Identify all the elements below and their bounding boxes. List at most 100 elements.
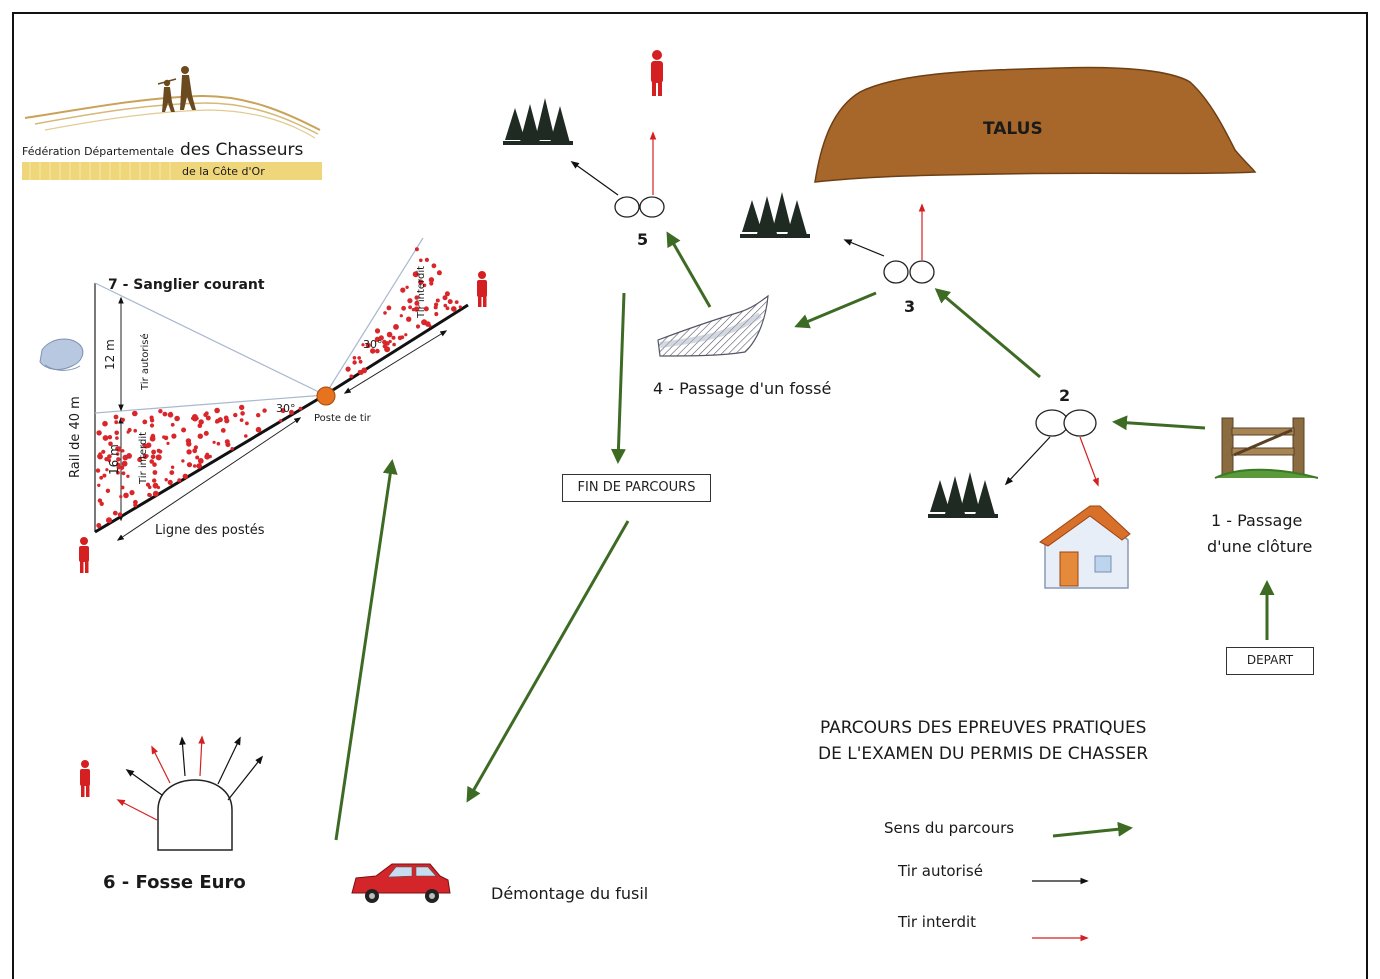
forbidden-dot: [414, 300, 420, 306]
forbidden-dot: [216, 441, 221, 446]
forbidden-dot: [262, 408, 267, 413]
forbidden-dot: [436, 270, 442, 276]
forbidden-dot: [442, 295, 448, 301]
forbidden-dot: [97, 483, 101, 487]
person-icon: [79, 537, 89, 573]
forbidden-dot: [121, 460, 128, 467]
forbidden-dot: [119, 495, 123, 499]
title-line-2: DE L'EXAMEN DU PERMIS DE CHASSER: [818, 744, 1148, 764]
forbidden-dot: [424, 257, 429, 262]
forbidden-dot: [212, 440, 216, 444]
forbidden-dot: [108, 441, 113, 447]
forbidden-dot: [421, 319, 428, 326]
svg-text:2: 2: [1059, 386, 1070, 405]
station-3: 3: [843, 203, 935, 316]
svg-text:Tir interdit: Tir interdit: [416, 266, 427, 319]
forbidden-dot: [137, 457, 143, 463]
forbidden-dot: [167, 412, 174, 418]
forbidden-dot: [119, 465, 125, 470]
forbidden-dot: [392, 342, 396, 347]
forbidden-dot: [126, 453, 132, 459]
forbidden-dot: [147, 492, 152, 497]
forbidden-dot: [217, 417, 223, 423]
forbidden-dot: [386, 331, 393, 338]
forbidden-dot: [145, 482, 151, 487]
forbidden-dot: [174, 415, 180, 422]
forbidden-dot: [114, 420, 119, 425]
svg-text:4 - Passage d'un fossé: 4 - Passage d'un fossé: [653, 379, 831, 398]
forbidden-dot: [349, 374, 354, 379]
forbidden-dot: [289, 409, 294, 415]
forbidden-dot: [458, 305, 462, 309]
forbidden-dot: [451, 306, 457, 312]
forbidden-dot: [244, 434, 248, 438]
forbidden-dot: [361, 343, 365, 347]
svg-text:Tir interdit: Tir interdit: [138, 432, 149, 485]
forbidden-dot: [454, 300, 459, 304]
car-icon: [351, 863, 451, 903]
forbidden-dot: [146, 443, 151, 448]
forbidden-dot: [204, 454, 210, 460]
forbidden-dot: [435, 298, 440, 303]
forbidden-dot: [170, 465, 175, 469]
forbidden-dot: [142, 419, 148, 425]
svg-text:d'une clôture: d'une clôture: [1207, 537, 1312, 556]
forbidden-dot: [404, 333, 408, 337]
forbidden-dot: [162, 435, 166, 439]
svg-text:3: 3: [904, 297, 915, 316]
forbidden-dot: [365, 342, 371, 348]
course-path: [334, 231, 1275, 841]
forbidden-dot: [240, 411, 245, 416]
forbidden-dots-high: [345, 247, 462, 379]
forbidden-dot: [428, 324, 432, 328]
forbidden-dot: [411, 307, 416, 312]
forbidden-dot: [116, 452, 120, 456]
svg-text:de la Côte d'Or: de la Côte d'Or: [182, 165, 265, 178]
person-icon: [477, 271, 487, 307]
forbidden-dot: [145, 454, 149, 458]
forbidden-dot: [361, 367, 368, 374]
station-5: 5: [570, 131, 665, 249]
forbidden-dot: [149, 459, 154, 464]
forbidden-dot: [414, 247, 419, 252]
forbidden-dot: [220, 428, 226, 433]
forbidden-dot: [192, 448, 198, 454]
forbidden-dot: [444, 291, 450, 297]
forbidden-dot: [97, 453, 103, 460]
forbidden-dot: [400, 287, 406, 293]
svg-text:Démontage du fusil: Démontage du fusil: [491, 884, 648, 903]
forbidden-dot: [406, 316, 412, 322]
svg-text:Poste de tir: Poste de tir: [314, 413, 372, 424]
svg-text:Ligne des postés: Ligne des postés: [155, 523, 265, 538]
forbidden-dot: [177, 478, 182, 483]
forbidden-dot: [123, 492, 129, 499]
forbidden-dot: [408, 305, 412, 310]
forbidden-dot: [197, 423, 203, 429]
forbidden-dot: [129, 490, 135, 496]
tree-cluster-icon: [503, 98, 573, 145]
forbidden-dot: [431, 263, 437, 269]
legend: Sens du parcours Tir autorisé Tir interd…: [884, 819, 1133, 942]
station-6-fosse-euro: 6 - Fosse Euro: [103, 735, 264, 893]
forbidden-dot: [428, 277, 435, 283]
svg-text:5: 5: [637, 230, 648, 249]
forbidden-dot: [397, 335, 403, 341]
forbidden-dot: [164, 478, 168, 482]
forbidden-dot: [197, 433, 203, 439]
forbidden-dot: [115, 436, 119, 440]
forbidden-dot: [166, 441, 170, 445]
forbidden-dot: [156, 485, 161, 490]
depart-box: DEPART: [1226, 647, 1314, 675]
forbidden-dot: [214, 407, 220, 414]
forbidden-dot: [155, 454, 162, 461]
forbidden-dot: [225, 442, 231, 448]
forbidden-dot: [429, 281, 434, 286]
forbidden-dot: [415, 324, 421, 329]
forbidden-dot: [233, 412, 238, 418]
forbidden-dot: [215, 420, 219, 424]
forbidden-dot: [196, 463, 202, 469]
forbidden-dot: [383, 311, 387, 315]
svg-text:7 - Sanglier courant: 7 - Sanglier courant: [108, 277, 265, 293]
forbidden-dot: [102, 473, 107, 478]
